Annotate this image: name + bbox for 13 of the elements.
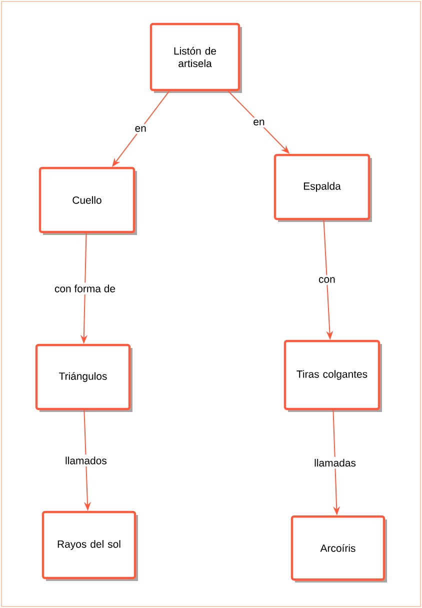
concept-box: Tiras colgantes <box>284 340 382 412</box>
concept-box: Listón de artisela <box>150 22 242 93</box>
edge-label: en <box>254 120 264 126</box>
concept-box: Triángulos <box>35 344 132 412</box>
edge-label: en <box>135 126 146 132</box>
edge-label: llamadas <box>314 458 356 467</box>
edge-label: llamados <box>66 456 107 464</box>
concept-box: Arcoíris <box>290 515 387 582</box>
edge-label: con <box>318 277 335 283</box>
concept-box: Espalda <box>274 154 372 222</box>
concept-box: Cuello <box>38 166 137 235</box>
edge-label: con forma de <box>54 284 116 292</box>
concept-box: Rayos del sol <box>42 510 138 581</box>
